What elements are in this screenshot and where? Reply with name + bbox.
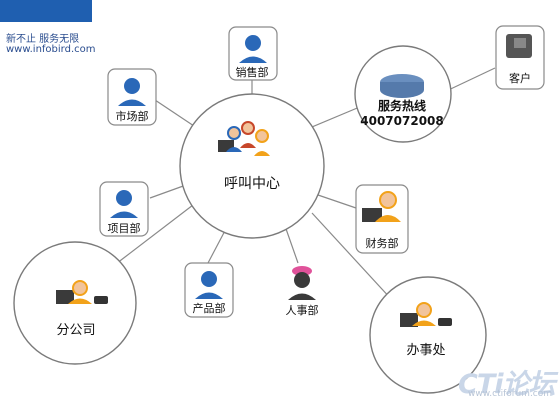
label-office: 办事处 [406,343,445,358]
person-icon [195,271,223,299]
label-branch: 分公司 [56,323,95,338]
label-product: 产品部 [193,301,226,315]
operator-workstation-icon [56,280,108,304]
link-office [311,212,393,301]
label-finance: 财务部 [366,236,399,250]
operator-icon [362,191,401,222]
hotline-number: 4007072008 [360,114,444,128]
label-customer: 客户 [509,71,531,85]
watermark-brand: CTi论坛 [458,369,555,400]
customer-phone-icon [506,34,532,58]
label-project: 项目部 [108,221,141,235]
website-text: www.infobird.com [6,44,96,55]
office-circle [369,276,487,394]
sales-box [228,26,278,81]
operator-workstation-icon [400,302,452,327]
router-icon [380,74,424,98]
link-finance [317,194,357,209]
person-icon [110,190,138,218]
project-box [99,181,149,237]
call-center-team-icon [218,121,270,156]
person-icon [288,266,316,300]
call-center-circle [179,93,325,239]
label-hr: 人事部 [286,303,319,317]
label-sales: 销售部 [236,65,269,79]
label-marketing: 市场部 [116,109,149,123]
slogan-text: 新不止 服务无限 [6,34,80,45]
link-project [149,184,187,199]
watermark-url: www.ctiforum.com [468,389,553,399]
header-bar [0,0,92,22]
link-branch [107,204,194,271]
person-icon [118,78,146,106]
person-icon [239,35,267,63]
link-hr [284,225,299,264]
hotline-title: 服务热线 [378,98,426,113]
marketing-box [107,68,157,126]
product-box [184,262,234,318]
label-call-center: 呼叫中心 [224,176,280,192]
